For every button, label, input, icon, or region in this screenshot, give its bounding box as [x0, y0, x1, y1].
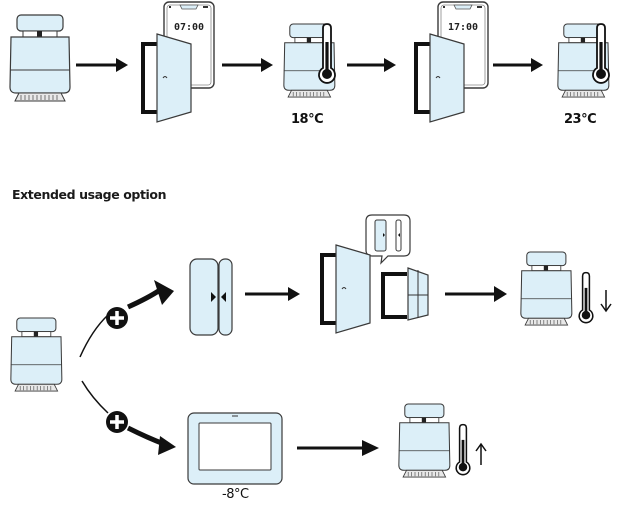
- plus-icon: [106, 307, 128, 329]
- arrow-up-icon: [475, 442, 487, 465]
- temperature-label: 23°C: [564, 112, 597, 127]
- thermostat-valve-icon: [9, 14, 71, 102]
- arrow-icon: [445, 286, 507, 302]
- thermostat-valve-icon: [398, 403, 451, 478]
- thermostat-valve-icon: [10, 317, 63, 392]
- arrow-down-icon: [600, 290, 612, 313]
- arrow-icon: [76, 58, 128, 72]
- door-icon: [414, 32, 466, 124]
- temperature-label: 18°C: [291, 112, 324, 127]
- arrow-icon: [245, 287, 300, 301]
- sensor-speech-bubble: [365, 214, 411, 265]
- door-icon: [141, 32, 193, 124]
- branch-arrow-upper: [79, 280, 174, 358]
- thermostat-valve-icon: [520, 251, 573, 326]
- phone-time-text: 17:00: [448, 22, 478, 33]
- phone-time-text: 07:00: [174, 22, 204, 33]
- thermometer-icon: [455, 423, 471, 476]
- branch-arrow-lower: [81, 380, 176, 455]
- door-icon: [320, 243, 372, 335]
- outdoor-temperature-label: -8°C: [222, 487, 249, 502]
- plus-icon: [106, 411, 128, 433]
- door-window-sensor-icon: [189, 258, 233, 336]
- thermometer-icon: [578, 271, 594, 324]
- arrow-icon: [347, 58, 396, 72]
- window-icon: [381, 267, 429, 321]
- arrow-icon: [297, 440, 379, 456]
- arrow-icon: [222, 58, 273, 72]
- section-heading: Extended usage option: [12, 187, 167, 202]
- arrow-icon: [493, 58, 543, 72]
- outdoor-display-icon: [187, 412, 283, 485]
